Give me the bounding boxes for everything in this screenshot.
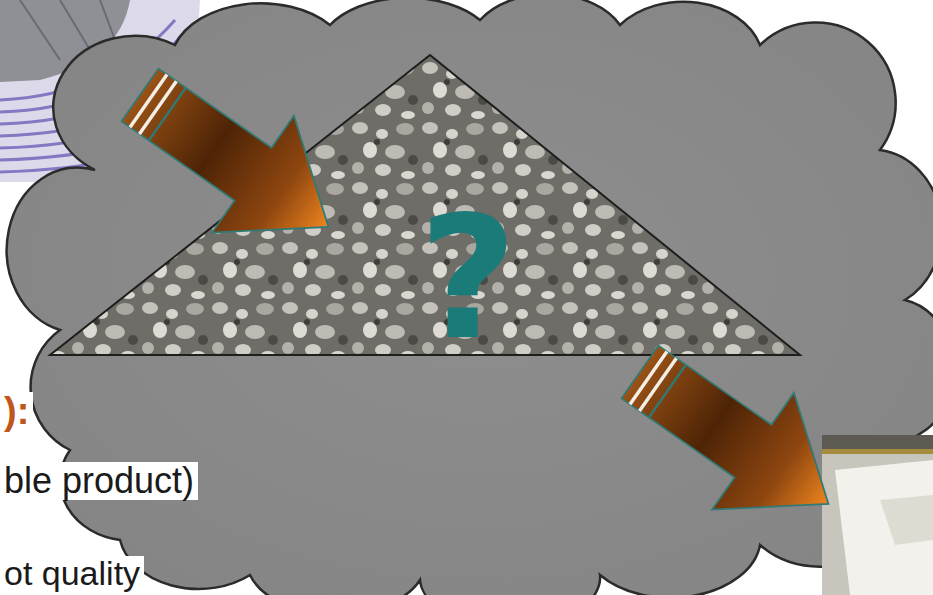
heading-fragment: ):	[0, 392, 33, 432]
bullet-text: ble product)	[0, 462, 198, 500]
cloud-shape: ?	[40, 5, 930, 590]
bullet-text: ot quality	[0, 556, 144, 592]
question-mark: ?	[419, 193, 518, 363]
